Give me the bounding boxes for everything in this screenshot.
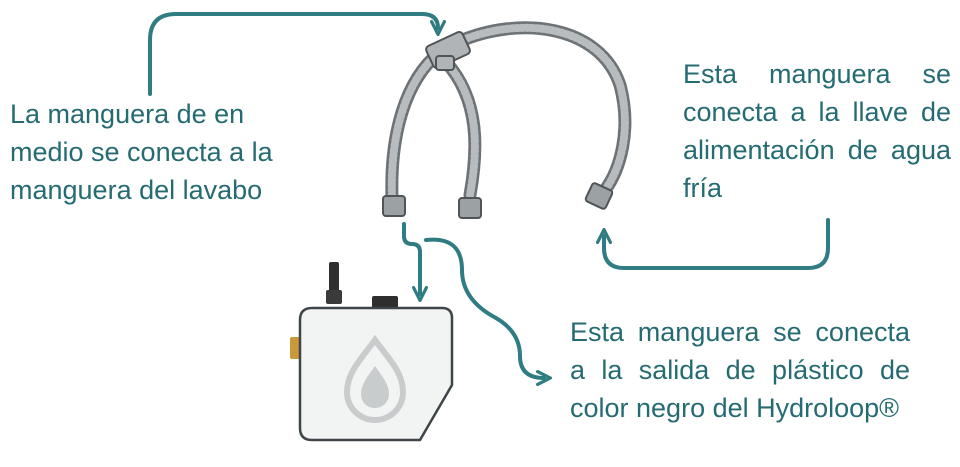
- hose-middle: [439, 55, 482, 219]
- hose-left-nut: [382, 195, 406, 217]
- device-brass-fitting: [290, 337, 300, 359]
- hose-middle-nut: [458, 197, 482, 219]
- hydroloop-device: [290, 262, 454, 442]
- hose-right-nut: [584, 182, 614, 210]
- hose-left: [382, 45, 447, 217]
- label-middle-hose: La manguera de en medio se conecta a la …: [10, 99, 273, 205]
- arrow-outlet-label: [424, 237, 552, 386]
- water-drop-icon: [343, 334, 407, 424]
- label-cold-water-hose: Esta manguera se conecta a la llave de a…: [683, 59, 951, 203]
- device-pipe-stub: [329, 262, 339, 292]
- arrow-hose-to-outlet: [402, 222, 428, 302]
- t-connector: [425, 30, 471, 71]
- hose-right: [451, 21, 632, 210]
- arrow-left-label-to-hose: [148, 12, 446, 96]
- arrow-right-label-to-hose: [596, 218, 830, 270]
- label-hydroloop-outlet: Esta manguera se conecta a la salida de …: [570, 317, 910, 423]
